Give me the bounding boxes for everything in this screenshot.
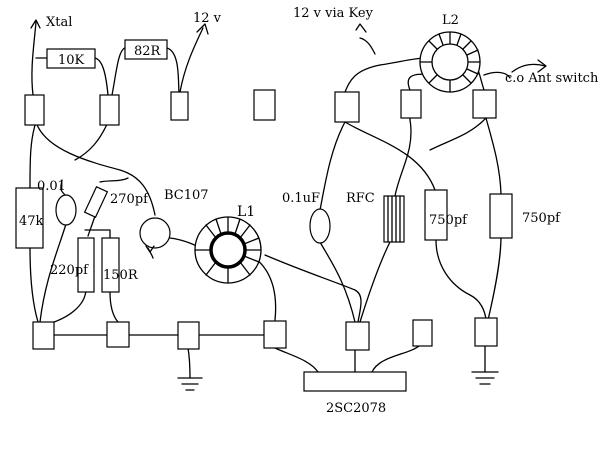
- terminal-pads: [24, 89, 498, 351]
- label-750pf-left: 750pf: [429, 213, 468, 228]
- resistor-10k: [46, 48, 96, 69]
- capacitor-0-01: [55, 194, 77, 226]
- label-ant-switch: c.o Ant switch: [505, 71, 599, 86]
- capacitor-270pf: [83, 185, 109, 219]
- label-150r: 150R: [103, 268, 139, 283]
- resistor-47k: [15, 187, 44, 249]
- label-0-1uf: 0.1uF: [282, 191, 320, 206]
- label-l1: L1: [237, 204, 255, 220]
- label-l2: L2: [442, 13, 459, 28]
- pad-bottom-7: [474, 317, 498, 347]
- inductor-l2-toroid: [419, 31, 481, 93]
- choke-rfc: [383, 195, 405, 243]
- label-rfc: RFC: [346, 191, 375, 206]
- transistor-bc107: [139, 217, 171, 253]
- label-2sc2078: 2SC2078: [326, 401, 386, 416]
- labels: Xtal 12 v 12 v via Key L2 c.o Ant switch…: [19, 6, 599, 416]
- capacitor-0-1uf: [309, 208, 331, 244]
- pad-bottom-6: [412, 319, 433, 347]
- capacitor-750pf-left: [424, 189, 448, 241]
- pad-top-6: [400, 89, 422, 119]
- label-10k: 10K: [58, 53, 85, 68]
- transistor-2sc2078: [303, 371, 407, 392]
- capacitor-220pf: [77, 237, 95, 293]
- label-12v: 12 v: [193, 11, 222, 26]
- label-47k: 47k: [19, 214, 44, 229]
- pad-bottom-1: [32, 321, 55, 350]
- label-12v-via-key: 12 v via Key: [293, 6, 374, 21]
- capacitor-750pf-right: [489, 193, 513, 239]
- label-0-01: 0.01: [37, 179, 66, 194]
- pad-bottom-2: [106, 321, 130, 348]
- label-xtal: Xtal: [46, 15, 72, 30]
- resistor-150r: [101, 237, 120, 293]
- pad-top-4: [253, 89, 276, 121]
- label-750pf-right: 750pf: [522, 211, 561, 226]
- pad-bottom-5: [345, 321, 370, 351]
- inductor-l1-toroid: [194, 216, 262, 284]
- pad-top-5: [334, 91, 360, 123]
- pad-bottom-4: [263, 320, 287, 349]
- label-270pf: 270pf: [110, 192, 149, 207]
- pad-top-1: [24, 94, 45, 126]
- pad-top-2: [99, 94, 120, 126]
- label-82r: 82R: [134, 44, 162, 59]
- resistor-82r: [124, 39, 168, 60]
- label-bc107: BC107: [164, 188, 209, 203]
- label-220pf: 220pf: [50, 263, 89, 278]
- pad-top-7: [472, 89, 497, 119]
- pad-top-3: [170, 91, 189, 121]
- pad-bottom-3: [177, 321, 200, 350]
